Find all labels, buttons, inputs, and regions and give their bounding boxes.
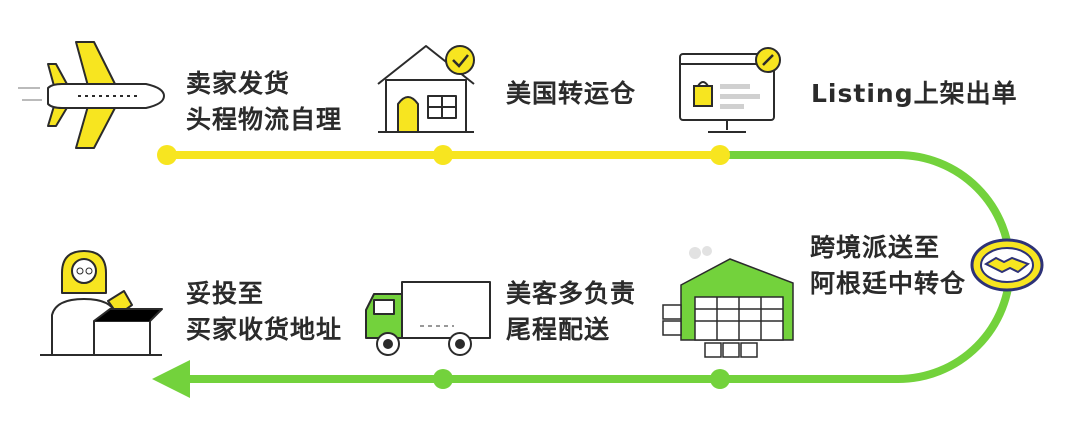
- step-label-line: 尾程配送: [506, 315, 611, 344]
- step-label-cross-border: 跨境派送至 阿根廷中转仓: [810, 230, 966, 302]
- step-label-seller-shipping: 卖家发货 头程物流自理: [186, 66, 342, 138]
- delivery-truck-icon: [365, 281, 491, 356]
- node-dot-3: [710, 145, 730, 165]
- node-dot-4: [710, 369, 730, 389]
- step-label-line: 妥投至: [186, 279, 265, 308]
- step-label-line: Listing上架出单: [811, 79, 1018, 108]
- step-label-us-warehouse: 美国转运仓: [506, 76, 636, 112]
- step-label-line: 美国转运仓: [506, 79, 637, 108]
- arrow-head: [152, 360, 190, 398]
- step-label-line: 头程物流自理: [186, 105, 343, 134]
- step-label-line: 卖家发货: [186, 69, 291, 98]
- monitor-listing-icon: [679, 47, 781, 133]
- warehouse-icon: [662, 246, 794, 358]
- house-icon: [377, 45, 475, 133]
- node-dot-2: [433, 145, 453, 165]
- step-label-last-mile: 美客多负责 尾程配送: [506, 276, 636, 348]
- step-label-line: 跨境派送至: [810, 233, 941, 262]
- step-label-line: 阿根廷中转仓: [810, 269, 967, 298]
- step-label-listing: Listing上架出单: [811, 76, 1018, 112]
- step-label-line: 买家收货地址: [186, 315, 343, 344]
- person-receiving-package-icon: [40, 250, 163, 356]
- step-label-delivered: 妥投至 买家收货地址: [186, 276, 342, 348]
- node-dot-1: [157, 145, 177, 165]
- node-dot-5: [433, 369, 453, 389]
- step-label-line: 美客多负责: [506, 279, 637, 308]
- handshake-logo-icon: [970, 238, 1044, 292]
- airplane-icon: [18, 41, 165, 149]
